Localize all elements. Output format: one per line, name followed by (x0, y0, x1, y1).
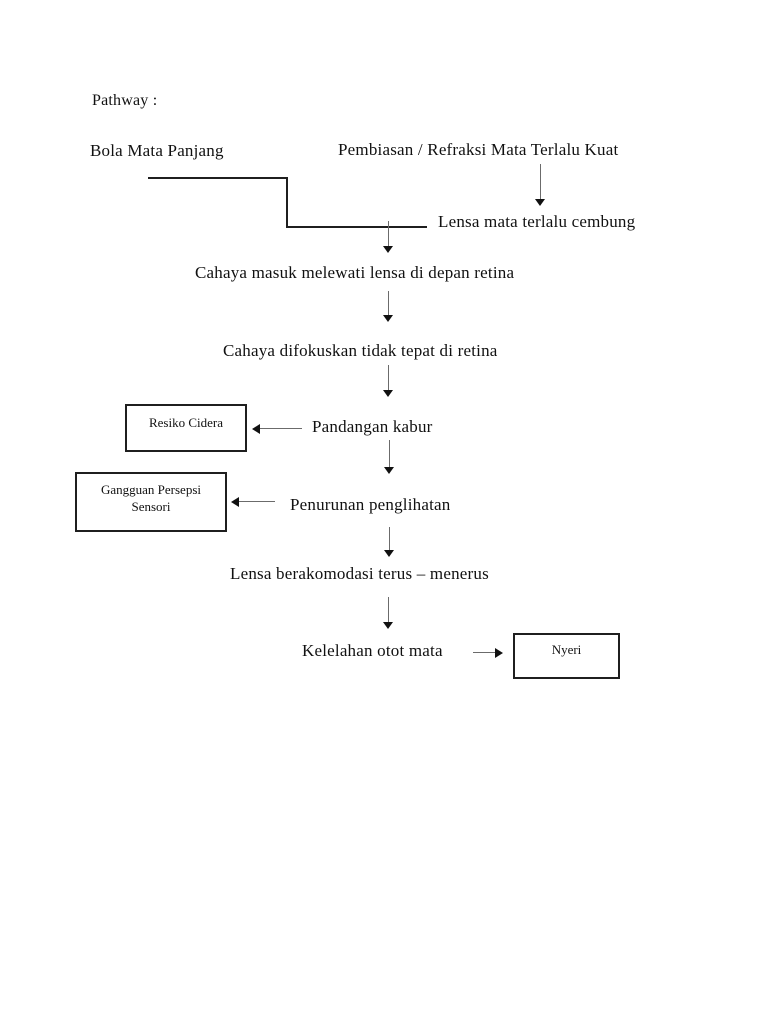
arrow-down-icon (383, 390, 393, 397)
node-bola-mata-panjang: Bola Mata Panjang (90, 141, 224, 160)
arrow-down-icon (383, 315, 393, 322)
connector-horizontal-bottom (286, 226, 427, 228)
arrow-resiko-stem (260, 428, 302, 429)
node-lensa-terlalu-cembung: Lensa mata terlalu cembung (438, 212, 636, 231)
arrow-down-icon (535, 199, 545, 206)
arrow-1-stem (388, 221, 389, 247)
arrow-down-icon (383, 622, 393, 629)
diagnosis-box-gangguan-persepsi: Gangguan Persepsi Sensori (75, 472, 227, 532)
node-cahaya-masuk: Cahaya masuk melewati lensa di depan ret… (195, 263, 515, 282)
node-penurunan-penglihatan: Penurunan penglihatan (290, 495, 451, 514)
arrow-nyeri-stem (473, 652, 496, 653)
diagnosis-box-nyeri: Nyeri (513, 633, 620, 679)
arrow-down-icon (383, 246, 393, 253)
diagnosis-label: Nyeri (551, 642, 582, 657)
node-pandangan-kabur: Pandangan kabur (312, 417, 433, 436)
node-lensa-berakomodasi: Lensa berakomodasi terus – menerus (230, 564, 489, 583)
arrow-4-stem (389, 440, 390, 468)
arrow-gangguan-stem (239, 501, 275, 502)
connector-horizontal-top (148, 177, 288, 179)
arrow-down-icon (384, 550, 394, 557)
page-title: Pathway : (92, 92, 158, 109)
diagnosis-label: Resiko Cidera (148, 415, 223, 430)
arrow-right-icon (495, 648, 503, 658)
node-kelelahan-otot-mata: Kelelahan otot mata (302, 641, 443, 660)
arrow-left-icon (252, 424, 260, 434)
arrow-6-stem (388, 597, 389, 623)
arrow-2-stem (388, 291, 389, 316)
node-pembiasan-refraksi: Pembiasan / Refraksi Mata Terlalu Kuat (338, 140, 619, 159)
arrow-down-icon (384, 467, 394, 474)
arrow-5-stem (389, 527, 390, 551)
arrow-pembiasan-stem (540, 164, 541, 200)
diagnosis-label-line1: Gangguan Persepsi (100, 482, 201, 497)
arrow-3-stem (388, 365, 389, 391)
node-cahaya-difokuskan: Cahaya difokuskan tidak tepat di retina (223, 341, 498, 360)
diagnosis-label-line2: Sensori (131, 499, 171, 514)
connector-vertical (286, 177, 288, 228)
arrow-left-icon (231, 497, 239, 507)
diagnosis-box-resiko-cidera: Resiko Cidera (125, 404, 247, 452)
